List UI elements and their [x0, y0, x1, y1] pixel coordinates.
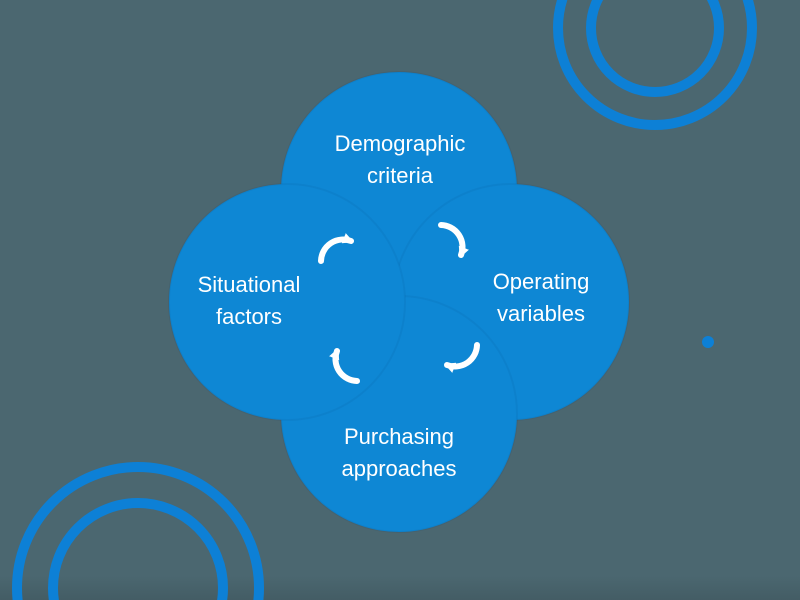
decorative-dot — [702, 336, 714, 348]
petal-label-line: Situational — [197, 272, 301, 297]
decorative-double-ring-top-right — [553, 0, 757, 130]
decorative-double-ring-bottom-left — [12, 462, 264, 600]
petal-label-line: Operating — [492, 269, 590, 294]
petal-label-right: Operating variables — [493, 266, 590, 330]
petal-label-line: variables — [496, 301, 586, 326]
petal-label-line: Demographic — [334, 131, 466, 156]
petal-label-top: Demographic criteria — [335, 128, 466, 192]
petal-label-line: criteria — [366, 163, 433, 188]
outer-ring — [553, 0, 757, 130]
inner-ring — [586, 0, 724, 97]
cycle-arrows — [318, 225, 477, 381]
petal-label-line: factors — [215, 304, 283, 329]
cycle-arrow-icon — [318, 233, 354, 264]
petal-label-left: Situational factors — [198, 269, 301, 333]
inner-ring — [48, 498, 228, 600]
petal-label-line: approaches — [341, 456, 457, 481]
outer-ring — [12, 462, 264, 600]
petal-label-line: Purchasing — [343, 424, 455, 449]
petal-label-bottom: Purchasing approaches — [342, 421, 457, 485]
